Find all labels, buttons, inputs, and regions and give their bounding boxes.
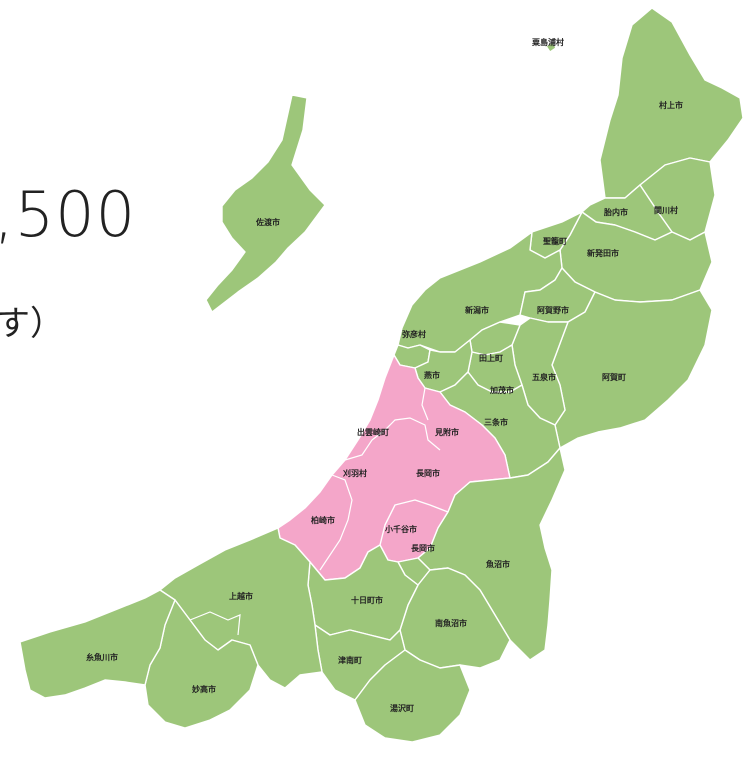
label-tainai: 胎内市 [603,207,628,217]
label-uonuma: 魚沼市 [486,559,510,569]
label-myoko: 妙高市 [192,684,216,694]
label-kariwa: 刈羽村 [343,468,367,478]
region-yuzawa[interactable] [354,649,471,743]
label-ojiya: 小千谷市 [384,524,417,534]
region-sado[interactable] [205,94,326,313]
label-awashimaura: 粟島浦村 [531,37,564,47]
label-joetsu: 上越市 [229,591,253,601]
label-tsubame: 燕市 [424,370,440,380]
label-shibata: 新発田市 [587,248,619,258]
label-tagami: 田上町 [479,353,503,363]
label-itoigawa: 糸魚川市 [86,652,118,662]
label-sado: 佐渡市 [255,217,280,227]
label-aganoshi: 阿賀野市 [537,305,569,315]
region-itoigawa[interactable] [19,589,176,699]
label-seiro: 聖籠町 [543,236,567,246]
label-tsunan: 津南町 [338,655,362,665]
label-nagaoka-south: 長岡市 [411,543,435,553]
label-sekikawa: 関川村 [654,205,678,215]
region-niigata[interactable] [397,231,563,353]
headline-subtext: す） [0,304,64,344]
label-izumozaki: 出雲崎町 [357,427,389,437]
label-kamo: 加茂市 [489,385,514,395]
label-yahiko: 弥彦村 [402,329,426,339]
headline-value: ,500 [0,178,137,251]
label-agamachi: 阿賀町 [602,372,626,382]
label-sanjo: 三条市 [484,417,508,427]
region-awashimaura[interactable] [545,41,557,53]
label-nagaoka: 長岡市 [416,468,440,478]
label-mitsuke: 見附市 [434,427,459,437]
label-minamiuonuma: 南魚沼市 [435,618,467,628]
label-tokamachi: 十日町市 [351,595,383,605]
label-yuzawa: 湯沢町 [390,703,414,713]
region-murakami[interactable] [599,7,744,199]
label-niigata: 新潟市 [465,305,489,315]
label-kashiwazaki: 柏崎市 [311,515,335,525]
label-gosen: 五泉市 [532,372,556,382]
label-murakami: 村上市 [659,100,683,110]
